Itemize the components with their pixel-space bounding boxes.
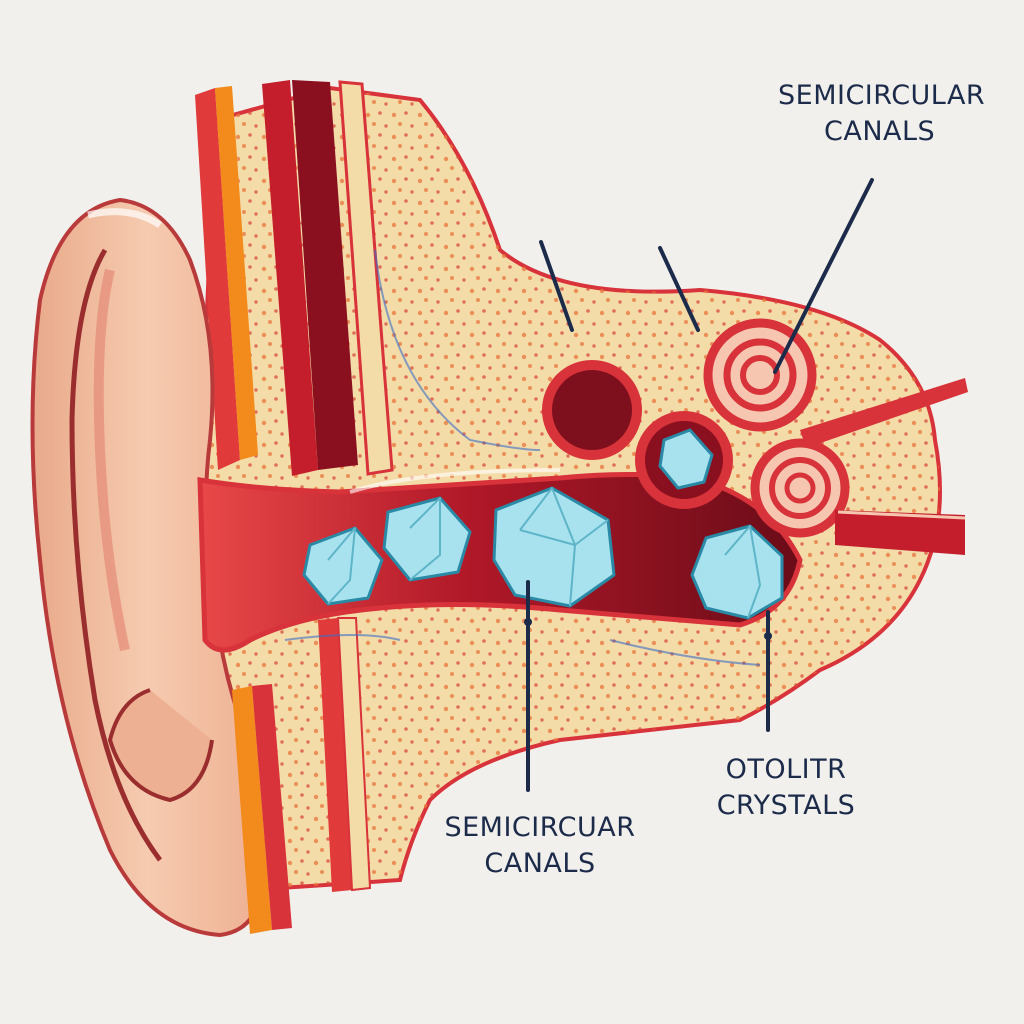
outer-ear xyxy=(30,197,265,938)
leader-top xyxy=(773,178,874,374)
label-otolith-crystals: OTOLITR CRYSTALS xyxy=(686,752,886,824)
crystal-3 xyxy=(492,486,616,608)
nerve-lines xyxy=(284,249,761,666)
canal-ring-left xyxy=(542,360,642,460)
tissue-layers-bottom xyxy=(232,617,372,934)
label-bottom-left-line2: CANALS xyxy=(484,848,596,879)
leader-lines xyxy=(526,178,874,792)
label-bottom-right-line2: CRYSTALS xyxy=(716,790,856,821)
label-semicircular-canals-bottom: SEMICIRCUAR CANALS xyxy=(405,810,675,882)
tissue-layers-top xyxy=(195,80,394,476)
label-bottom-right-line1: OTOLITR xyxy=(725,754,847,785)
crystal-4 xyxy=(658,428,714,490)
leader-tick-1 xyxy=(539,240,574,332)
leader-tick-2 xyxy=(658,246,700,332)
label-top-line1: SEMICIRCULAR xyxy=(778,80,986,111)
canal-ring-lower-right xyxy=(750,438,850,538)
label-semicircular-canals-top: SEMICIRCULAR CANALS xyxy=(778,78,1024,150)
label-bottom-left-line1: SEMICIRCUAR xyxy=(444,812,636,843)
leader-dots xyxy=(524,618,772,640)
vessels xyxy=(800,378,968,555)
crystal-5 xyxy=(690,524,784,620)
label-top-line2: CANALS xyxy=(824,116,936,147)
otolith-crystals xyxy=(302,428,784,620)
